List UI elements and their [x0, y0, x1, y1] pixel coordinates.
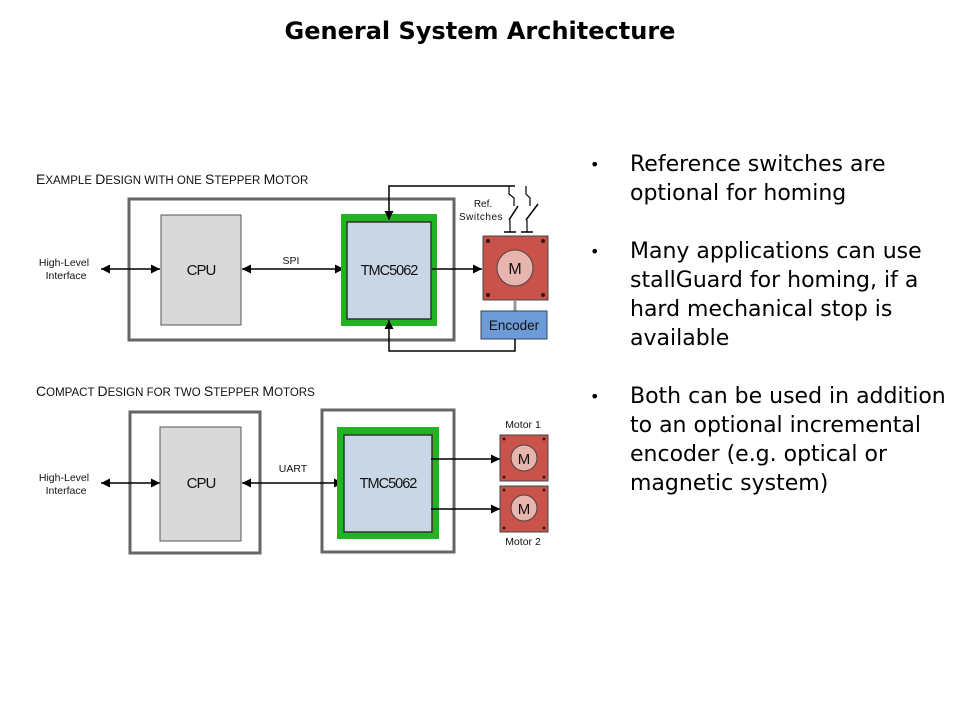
motor-icon	[510, 444, 538, 472]
diagram1-heading: EXAMPLE DESIGN WITH ONE STEPPER MOTOR	[36, 171, 308, 187]
motor2-caption: Motor 2	[505, 536, 541, 548]
stepper-motor-2: M	[499, 485, 549, 533]
motor-icon	[510, 494, 538, 522]
bullet-icon: •	[590, 242, 600, 261]
diagram-two-motors: COMPACT DESIGN FOR TWO STEPPER MOTORS Hi…	[36, 383, 549, 555]
bullet-list: • Reference switches are optional for hom…	[590, 150, 950, 527]
switch-icon	[508, 205, 519, 221]
bullet-item: • Reference switches are optional for hom…	[590, 150, 950, 208]
motor-label: M	[508, 261, 521, 278]
ref-switches	[504, 186, 539, 233]
motor-icon	[496, 249, 534, 287]
motor1-caption: Motor 1	[505, 419, 541, 431]
switches-label-1: Ref.	[474, 199, 492, 210]
bullet-item: • Both can be used in addition to an opti…	[590, 382, 950, 498]
controller-block	[343, 434, 433, 533]
bullet-text: Both can be used in addition to an optio…	[630, 384, 946, 496]
interface-label-1: High-Level	[39, 257, 89, 269]
bullet-icon: •	[590, 387, 600, 406]
switches-label-2: Switches	[459, 212, 503, 223]
controller-block	[346, 221, 432, 320]
switch-feedback-line	[384, 185, 515, 220]
diagram2-heading: COMPACT DESIGN FOR TWO STEPPER MOTORS	[36, 383, 315, 399]
motor1-label: M	[518, 451, 531, 468]
encoder-feedback-line	[384, 320, 516, 352]
interface-label-1: High-Level	[39, 472, 89, 484]
slide-title: General System Architecture	[284, 17, 676, 45]
interface-label-2: Interface	[46, 485, 87, 497]
bullet-text: Reference switches are optional for homi…	[630, 152, 886, 206]
motor2-label: M	[518, 501, 531, 518]
controller-label: TMC5062	[360, 476, 418, 492]
stepper-motor: M	[482, 235, 549, 301]
spi-label: SPI	[283, 255, 300, 267]
encoder-block	[480, 310, 548, 340]
bullet-text: Many applications can use stallGuard for…	[630, 239, 922, 351]
cpu-block	[159, 426, 242, 542]
encoder-label: Encoder	[489, 318, 540, 333]
cpu-label: CPU	[187, 262, 216, 279]
interface-label-2: Interface	[46, 270, 87, 282]
switch-icon	[525, 203, 539, 221]
controller-label: TMC5062	[361, 263, 419, 279]
cpu-block	[160, 214, 242, 326]
uart-label: UART	[279, 463, 308, 475]
bullet-item: • Many applications can use stallGuard fo…	[590, 237, 950, 353]
cpu-label: CPU	[187, 475, 216, 492]
bullet-icon: •	[590, 155, 600, 174]
stepper-motor-1: M	[499, 434, 549, 482]
diagram-single-motor: EXAMPLE DESIGN WITH ONE STEPPER MOTOR Hi…	[36, 171, 549, 352]
